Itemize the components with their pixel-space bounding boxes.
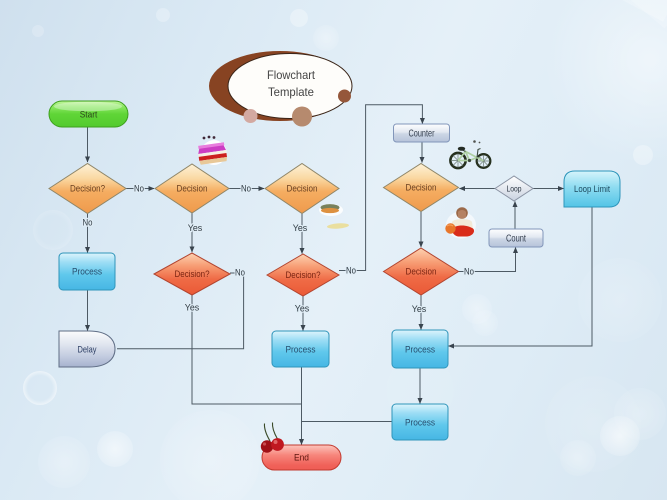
svg-text:Delay: Delay <box>78 345 97 356</box>
svg-text:No: No <box>346 266 356 276</box>
svg-text:No: No <box>134 184 144 194</box>
svg-text:Process: Process <box>405 345 435 356</box>
svg-text:Decision?: Decision? <box>70 184 105 195</box>
svg-text:Process: Process <box>286 345 316 356</box>
svg-text:Decision: Decision <box>406 183 437 194</box>
svg-text:Flowchart: Flowchart <box>267 68 316 82</box>
svg-text:No: No <box>241 184 251 194</box>
svg-text:Decision?: Decision? <box>286 270 321 281</box>
svg-text:Yes: Yes <box>293 223 308 233</box>
svg-text:Decision: Decision <box>287 184 318 195</box>
svg-text:Counter: Counter <box>409 129 435 140</box>
svg-text:Decision: Decision <box>177 184 208 195</box>
svg-text:No: No <box>464 267 474 277</box>
svg-text:Loop Limit: Loop Limit <box>574 184 610 195</box>
svg-text:Decision: Decision <box>406 267 437 278</box>
svg-text:Start: Start <box>80 110 98 121</box>
svg-text:Yes: Yes <box>295 304 310 314</box>
svg-text:Template: Template <box>268 85 314 99</box>
svg-text:End: End <box>294 453 309 463</box>
svg-text:Process: Process <box>405 418 435 429</box>
svg-text:Decision?: Decision? <box>175 269 210 280</box>
svg-text:Yes: Yes <box>188 223 203 233</box>
svg-text:Process: Process <box>72 267 102 278</box>
svg-text:Yes: Yes <box>412 304 427 314</box>
svg-text:No: No <box>83 218 93 228</box>
svg-text:Count: Count <box>506 234 526 245</box>
svg-text:No: No <box>235 268 245 278</box>
svg-text:Loop: Loop <box>507 184 522 194</box>
svg-text:Yes: Yes <box>185 303 200 313</box>
